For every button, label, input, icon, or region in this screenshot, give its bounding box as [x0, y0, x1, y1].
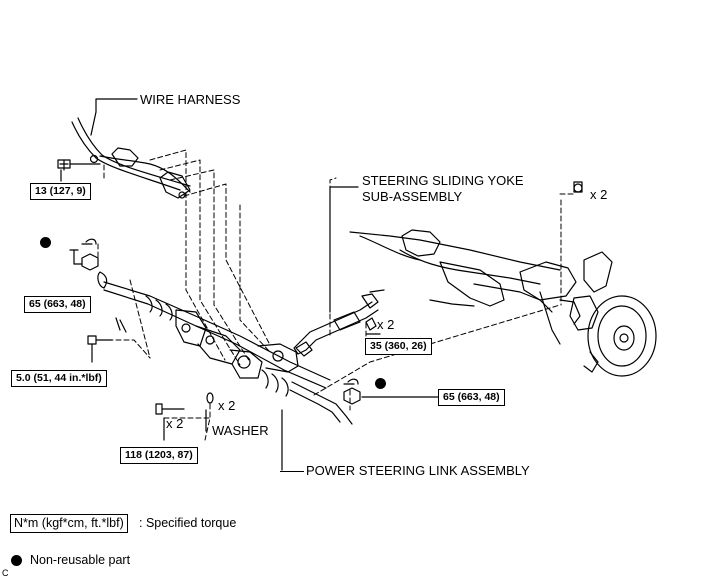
legend-torque-text: : Specified torque — [139, 516, 237, 530]
qty-yoke-bolt: x 2 — [377, 317, 395, 332]
qty-mount-bolt: x 2 — [166, 416, 184, 431]
steering-sliding-yoke — [293, 289, 385, 355]
qty-washer: x 2 — [218, 398, 236, 413]
torque-box-left-bracket-bolt: 5.0 (51, 44 in.*lbf) — [11, 370, 107, 387]
alignment-dashed-lines — [97, 149, 577, 441]
washer-label: WASHER — [212, 423, 269, 438]
wire-harness — [57, 117, 191, 199]
washer-part — [206, 392, 214, 404]
power-steering-link-label: POWER STEERING LINK ASSEMBLY — [306, 463, 530, 478]
nonreusable-marker-left — [40, 237, 51, 248]
torque-box-left-tie-rod: 65 (663, 48) — [24, 296, 91, 313]
steering-rack-assembly — [97, 271, 353, 425]
legend-nonreusable-text: Non-reusable part — [30, 553, 131, 567]
subframe-and-knuckle — [349, 181, 657, 377]
torque-box-harness-bolt: 13 (127, 9) — [30, 183, 91, 200]
legend-nonreusable-dot — [11, 555, 22, 566]
qty-knuckle-nut: x 2 — [590, 187, 608, 202]
steering-yoke-label-line1: STEERING SLIDING YOKE — [362, 173, 524, 188]
power-steering-link-leader-tick — [280, 462, 304, 472]
wire-harness-label: WIRE HARNESS — [140, 92, 241, 107]
corner-mark: C — [2, 568, 9, 578]
left-bracket-bolt — [87, 335, 113, 363]
right-tie-rod-hardware — [343, 378, 439, 405]
steering-yoke-leader — [329, 186, 359, 313]
left-tie-rod-hardware — [69, 238, 99, 271]
torque-box-right-tie-rod: 65 (663, 48) — [438, 389, 505, 406]
steering-yoke-label-line2: SUB-ASSEMBLY — [362, 189, 463, 204]
nonreusable-marker-right — [375, 378, 386, 389]
leader-lines — [60, 169, 283, 471]
legend-torque-unit: N*m (kgf*cm, ft.*lbf) — [10, 514, 128, 533]
torque-box-yoke-bolt: 35 (360, 26) — [365, 338, 432, 355]
torque-box-mount-bolt: 118 (1203, 87) — [120, 447, 198, 464]
mount-bolt — [155, 403, 185, 441]
wire-harness-leader — [90, 98, 138, 136]
